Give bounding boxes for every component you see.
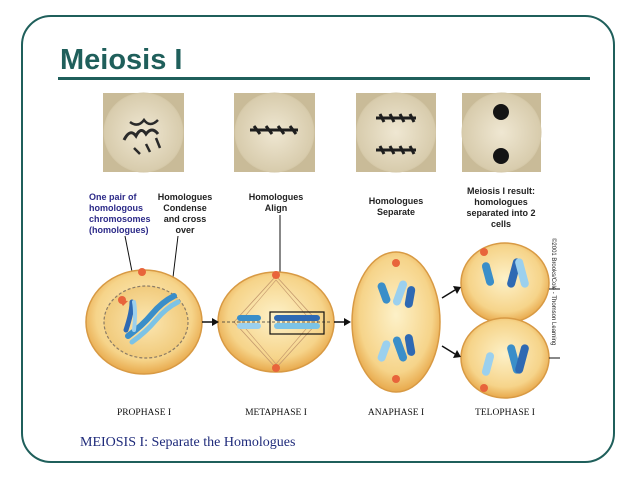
phase-label-prophase: PROPHASE I <box>117 408 171 418</box>
cell-anaphase <box>351 251 441 393</box>
label-result-2: homologues <box>474 197 528 207</box>
cell-prophase <box>85 268 203 375</box>
label-condense-3: and cross <box>164 214 207 224</box>
label-result: Meiosis I result: <box>467 186 535 196</box>
label-result-3: separated into 2 <box>466 208 535 218</box>
phase-label-anaphase: ANAPHASE I <box>368 408 424 418</box>
label-condense-2: Condense <box>163 203 207 213</box>
arrow-anaphase-telophase-top <box>441 286 461 299</box>
title-underline <box>58 77 590 80</box>
micrograph-anaphase <box>356 92 436 173</box>
label-result-4: cells <box>491 219 511 229</box>
label-one-pair-2: homologous <box>89 203 143 213</box>
label-align-2: Align <box>265 203 288 213</box>
arrow-prophase-metaphase <box>202 318 219 326</box>
copyright-credit: ©2001 Brooks/Cole - Thomson Learning <box>550 238 557 345</box>
arrow-metaphase-anaphase <box>334 318 351 326</box>
micrograph-metaphase <box>234 92 315 173</box>
slide-title: Meiosis I <box>60 44 183 76</box>
label-condense: Homologues <box>158 192 213 202</box>
phase-label-telophase: TELOPHASE I <box>475 408 535 418</box>
cell-telophase <box>460 242 560 399</box>
label-one-pair-4: (homologues) <box>89 225 149 235</box>
figure-caption: MEIOSIS I: Separate the Homologues <box>80 435 295 450</box>
micrograph-telophase <box>461 92 542 173</box>
arrow-anaphase-telophase-bottom <box>441 345 461 358</box>
label-one-pair-3: chromosomes <box>89 214 151 224</box>
micrograph-prophase <box>103 92 184 173</box>
label-align: Homologues <box>249 192 304 202</box>
phase-label-metaphase: METAPHASE I <box>245 408 307 418</box>
label-separate: Homologues <box>369 196 424 206</box>
cell-metaphase <box>217 271 335 373</box>
label-one-pair: One pair of <box>89 192 138 202</box>
label-condense-4: over <box>175 225 195 235</box>
label-separate-2: Separate <box>377 207 415 217</box>
